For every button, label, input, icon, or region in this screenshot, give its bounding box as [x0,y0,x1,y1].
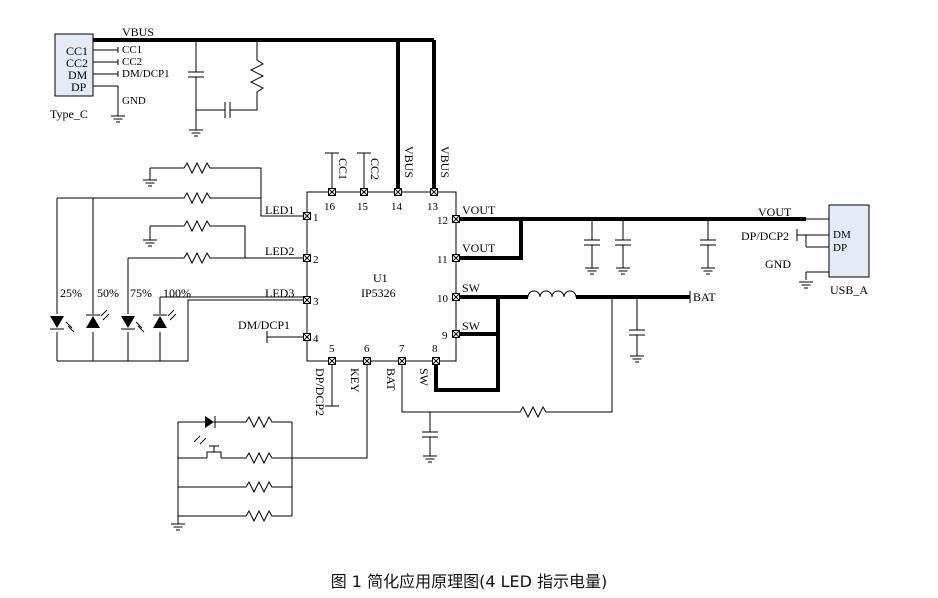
pin-1-name: LED1 [265,203,294,217]
pin-4-num: 4 [313,333,319,345]
usb-a-net-vout: VOUT [758,205,792,219]
pin-3-name: LED3 [265,286,294,300]
pin-5-name: DP/DCP2 [313,368,327,416]
usb-a-pin-dp: DP [833,242,847,254]
pin-7-name: BAT [384,368,398,391]
pin-16-num: 16 [324,201,336,213]
sw-bus [434,295,528,392]
net-cc2: CC2 [122,56,142,68]
pin-1-num: 1 [313,212,319,224]
led-level-75: 75% [130,286,152,300]
usb-a-net-gnd: GND [765,257,791,271]
led-level-100: 100% [163,286,191,300]
type-c-pin-cc1: CC1 [66,44,88,58]
bat-network [401,298,613,463]
bat-cap [629,297,645,356]
pin-11-name: VOUT [462,241,496,255]
led-level-25: 25% [60,286,82,300]
usb-a-name: USB_A [830,283,868,297]
pin-5-num: 5 [329,343,335,355]
key-network [170,365,368,531]
usb-a-connector: DM DP USB_A VOUT DP/DCP2 GND [741,204,870,297]
pin-9-num: 9 [442,330,448,342]
pin-8-num: 8 [432,343,438,355]
schematic-diagram: CC1 CC2 DM DP Type_C CC1 CC2 DM/DCP1 GND… [50,25,870,531]
chip-ref: U1 [373,271,388,285]
pin-10-num: 10 [437,293,449,305]
net-gnd-typec: GND [122,95,146,107]
net-dm-dcp1: DM/DCP1 [122,68,170,80]
pin-3-num: 3 [313,296,319,308]
chip-part: IP5326 [361,286,396,300]
bat-net-label: BAT [693,290,716,304]
type-c-pin-cc2: CC2 [66,56,88,70]
usb-a-body [828,204,870,278]
pin-15-num: 15 [357,201,369,213]
type-c-pin-dm: DM [68,68,88,82]
pin-16-name: CC1 [336,158,350,180]
vbus-input-filter [188,40,265,137]
pin-9-name: SW [462,319,481,333]
pin-13-num: 13 [427,201,439,213]
pin-15-name: CC2 [368,158,382,180]
pin-10-name: SW [462,281,481,295]
usb-a-net-dp-dcp2: DP/DCP2 [741,229,789,243]
pin-12-name: VOUT [462,203,496,217]
type-c-connector: CC1 CC2 DM DP Type_C [50,33,94,121]
pin-13-name: VBUS [438,146,452,178]
pin-8-name: SW [417,368,431,387]
chip-body [306,191,457,362]
vbus-bus [93,38,436,188]
type-c-body [54,33,94,97]
cc-stubs [325,152,371,188]
usb-a-pin-dm: DM [833,229,851,241]
vout-bus [460,217,806,260]
vout-caps [584,219,716,268]
pin-7-num: 7 [399,343,405,355]
pin-14-num: 14 [391,201,403,213]
pin-4-name: DM/DCP1 [238,318,290,332]
figure-caption: 图 1 简化应用原理图(4 LED 指示电量) [330,572,608,591]
type-c-pin-dp: DP [71,80,87,94]
pin-6-name: KEY [348,368,362,393]
type-c-wiring: CC1 CC2 DM/DCP1 GND VBUS [93,25,170,123]
led-indicator-network: 25% 50% 75% 100% [50,161,303,362]
pin-2-name: LED2 [265,244,294,258]
pin-6-num: 6 [364,343,370,355]
pin-2-num: 2 [313,254,319,266]
type-c-name: Type_C [50,107,88,121]
inductor [527,290,577,298]
net-vbus: VBUS [122,25,154,39]
pin-11-num: 11 [437,254,448,266]
dm-dcp1-stub [266,331,303,343]
led-level-50: 50% [97,286,119,300]
net-cc1: CC1 [122,44,142,56]
pin-12-num: 12 [437,215,448,227]
ip5326-chip: U1 IP5326 1 2 3 4 LED1 LED2 LED3 DM/DCP1… [238,146,496,416]
pin-14-name: VBUS [402,146,416,178]
